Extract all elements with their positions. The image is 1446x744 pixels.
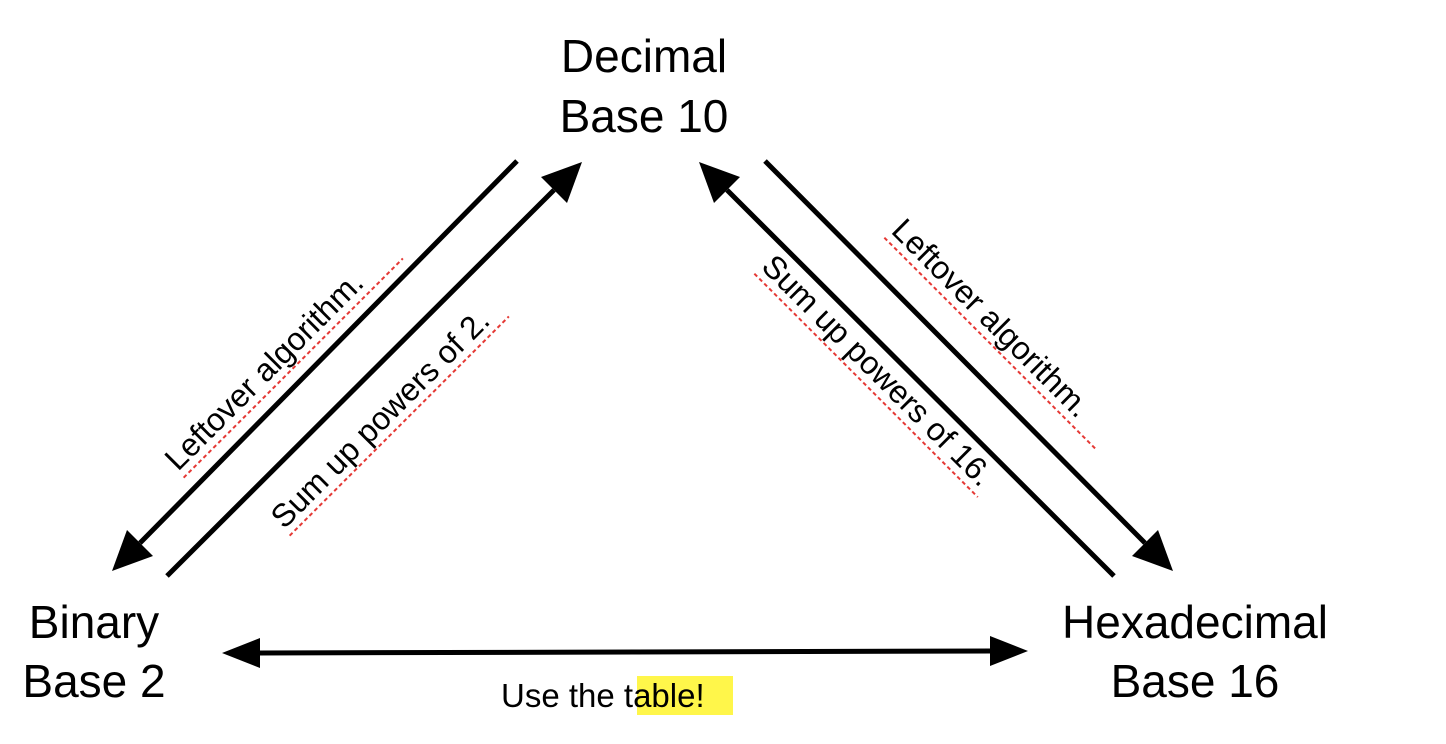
label-binary-hex: Use the table! [501, 676, 733, 715]
arrowhead [541, 162, 582, 203]
highlight-box [637, 676, 733, 715]
arrow-decimal-to-binary [112, 159, 519, 571]
spellcheck-underline [288, 315, 510, 537]
node-binary: Binary Base 2 [22, 596, 165, 707]
binary-base: Base 2 [22, 655, 165, 707]
arrow-binary-to-decimal [165, 162, 582, 578]
node-decimal: Decimal Base 10 [560, 30, 729, 142]
arrowhead [699, 162, 740, 203]
arrowhead [112, 530, 153, 571]
hexadecimal-base: Base 16 [1111, 655, 1280, 707]
arrow-binary-hex [222, 636, 1028, 668]
spellcheck-underline [753, 272, 979, 498]
decimal-name: Decimal [561, 30, 727, 82]
arrowhead-left [222, 638, 260, 668]
arrowhead-right [990, 636, 1028, 666]
spellcheck-underline [182, 257, 404, 479]
decimal-base: Base 10 [560, 90, 729, 142]
label-text: Use the table! [501, 677, 705, 714]
hexadecimal-name: Hexadecimal [1062, 596, 1328, 648]
arrow-hex-to-decimal [699, 162, 1116, 578]
label-highlight: table! [624, 677, 705, 714]
label-prefix: Use the [501, 677, 624, 714]
arrowhead [1132, 530, 1173, 571]
spellcheck-underline [883, 236, 1098, 451]
arrow-decimal-to-hex [763, 159, 1173, 571]
node-hexadecimal: Hexadecimal Base 16 [1062, 596, 1328, 707]
binary-name: Binary [29, 596, 159, 648]
